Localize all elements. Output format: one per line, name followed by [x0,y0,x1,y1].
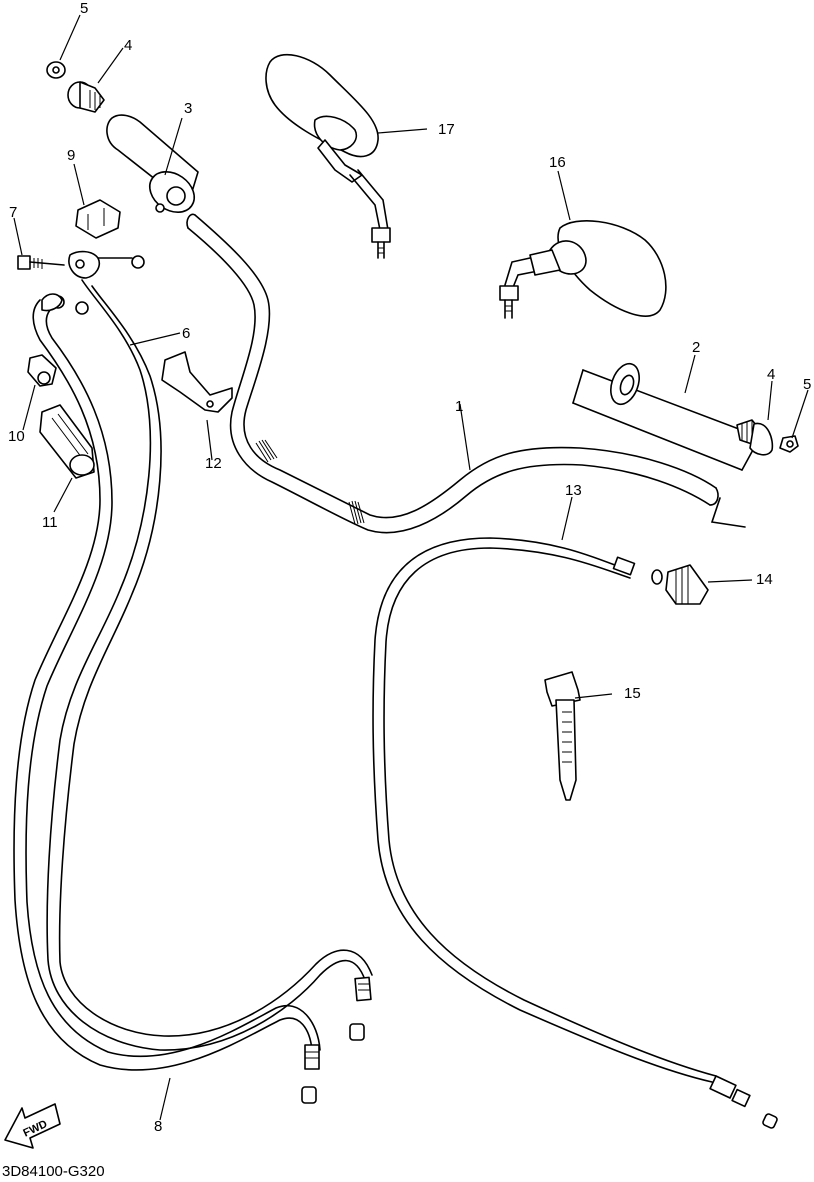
leader-lines [13,14,809,1121]
union-bolt-fitting [51,250,145,315]
cable-tie [544,671,581,801]
nut-right [779,435,799,453]
callout-14: 14 [756,571,773,588]
screw [17,255,65,270]
callout-13: 13 [565,482,582,499]
hose-guide [39,404,95,479]
callout-15: 15 [624,685,641,702]
bar-end-weight-right [736,419,774,456]
callout-4-right: 4 [767,366,775,383]
callout-10: 10 [8,428,25,445]
handlebar [186,213,719,534]
left-grip [106,114,199,213]
bar-end-weight-left [67,81,105,113]
forward-direction-arrow: FWD [4,1103,61,1149]
callout-2: 2 [692,339,700,356]
callout-3: 3 [184,100,192,117]
cable-adjuster [651,564,709,605]
callout-16: 16 [549,154,566,171]
nut-left [46,61,66,79]
callout-5-left: 5 [80,0,88,17]
callout-5-right: 5 [803,376,811,393]
hose-clip [27,354,57,387]
callout-8: 8 [154,1118,162,1135]
brake-hose [13,293,321,1104]
callout-1: 1 [455,398,463,415]
callout-17: 17 [438,121,455,138]
clutch-cable [46,279,373,1051]
callout-11: 11 [42,514,58,531]
callout-9: 9 [67,147,75,164]
drawing-code: 3D84100-G320 [2,1163,105,1180]
callout-4-left: 4 [124,37,132,54]
left-mirror [265,53,391,259]
throttle-cable [372,537,778,1129]
holder-clamp [75,199,121,239]
callout-7: 7 [9,204,17,221]
right-mirror [499,220,667,319]
right-grip [572,362,761,528]
callout-labels: 5 4 3 9 7 6 10 12 11 8 17 16 2 4 5 1 13 … [8,0,811,1135]
cable-bracket [161,351,233,413]
callout-6: 6 [182,325,190,342]
callout-12: 12 [205,455,222,472]
